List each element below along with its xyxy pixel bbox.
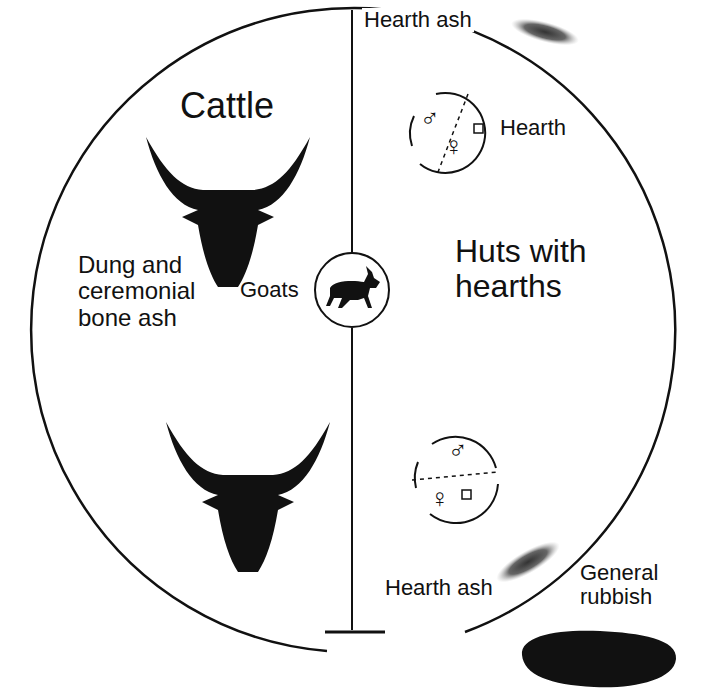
rubbish-heap: General rubbish <box>510 625 680 691</box>
gate-bar <box>325 631 385 634</box>
gender-symbol: ♂ <box>448 436 468 465</box>
ash-heap <box>509 13 582 50</box>
gender-symbol: ♀ <box>444 132 464 161</box>
cattle-head <box>166 422 330 572</box>
gender-symbol: ♂ <box>420 104 440 133</box>
area-label: Cattle <box>180 86 274 126</box>
gender-symbol: ♀ <box>430 484 450 513</box>
node-label: Goats <box>240 278 299 302</box>
hut: ♂♀Hearth <box>406 88 494 176</box>
homestead-boundary <box>31 8 675 651</box>
divider-line <box>351 328 353 630</box>
ash-heap <box>491 534 564 589</box>
area-label: Hearth ash <box>385 576 493 600</box>
area-label: Huts with hearths <box>455 234 660 304</box>
hut: ♂♀ <box>410 432 500 522</box>
area-label: Hearth ash <box>362 8 474 32</box>
goat-pen: Goats <box>314 252 390 328</box>
node-outline <box>314 252 390 328</box>
node-label: General rubbish <box>580 561 680 609</box>
node-label: Hearth <box>500 116 566 140</box>
node-outline <box>510 625 680 691</box>
divider-line <box>351 10 353 252</box>
area-label: Dung and ceremonial bone ash <box>78 252 253 331</box>
